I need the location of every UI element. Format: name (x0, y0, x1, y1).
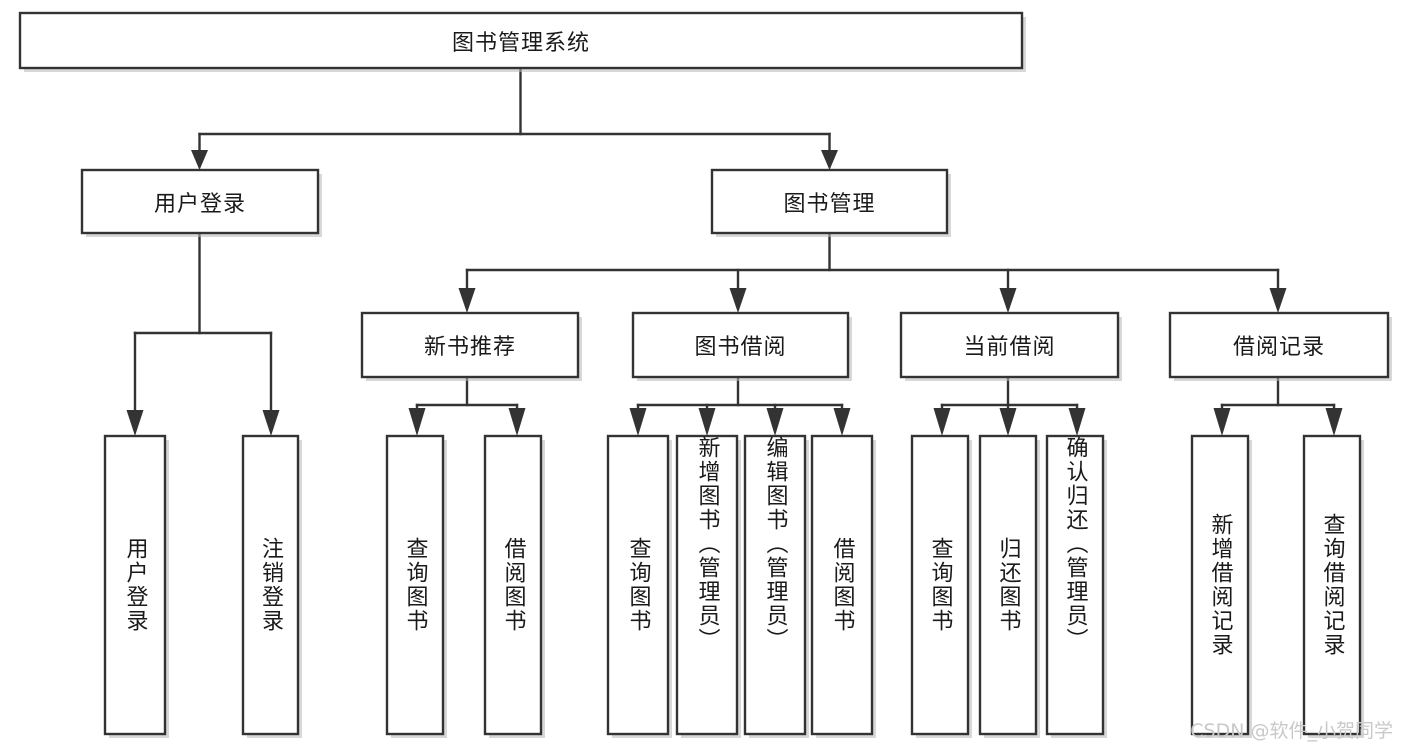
arrowhead-leaf-add-book (698, 408, 716, 436)
node-leaf-add-record[interactable] (1190, 434, 1250, 736)
arrowhead-leaf-edit-book (766, 408, 784, 436)
arrowhead-leaf-borrow-book-b (833, 408, 851, 436)
arrowhead-leaf-return-book (999, 408, 1017, 436)
node-leaf-query-book-b[interactable] (606, 434, 670, 736)
node-leaf-user-login[interactable] (103, 434, 167, 736)
arrowhead-book-manage (821, 150, 838, 170)
node-leaf-add-book[interactable] (675, 434, 739, 736)
arrowhead-leaf-add-record (1213, 408, 1231, 436)
arrowhead-leaf-query-book-b (629, 408, 647, 436)
arrowhead-leaf-query-record (1325, 408, 1343, 436)
node-new-book-recommend[interactable] (360, 311, 580, 379)
node-leaf-borrow-book-a[interactable] (483, 434, 543, 736)
arrowhead-leaf-query-book-c (933, 408, 951, 436)
arrowhead-borrow-record (1269, 288, 1287, 313)
arrowhead-new-book-rec (458, 288, 476, 313)
node-root[interactable] (18, 11, 1024, 70)
arrowhead-leaf-borrow-book-a (508, 408, 526, 436)
arrowhead-leaf-user-login (126, 410, 144, 436)
node-leaf-query-book-c[interactable] (910, 434, 970, 736)
node-leaf-query-record[interactable] (1302, 434, 1362, 736)
node-book-manage[interactable] (710, 168, 949, 235)
node-leaf-query-book-a[interactable] (385, 434, 445, 736)
arrowhead-leaf-logout (262, 410, 280, 436)
node-current-borrow[interactable] (899, 311, 1120, 379)
node-leaf-edit-book[interactable] (743, 434, 807, 736)
node-leaf-return-book[interactable] (978, 434, 1038, 736)
node-leaf-logout[interactable] (241, 434, 300, 736)
arrowhead-book-borrow (729, 288, 747, 313)
edges-layer (126, 66, 1343, 436)
node-book-borrow[interactable] (631, 311, 850, 379)
arrowhead-current-borrow (999, 288, 1017, 313)
node-leaf-confirm-return[interactable] (1045, 434, 1105, 736)
node-leaf-borrow-book-b[interactable] (810, 434, 874, 736)
node-user-login[interactable] (80, 168, 320, 235)
nodes-layer (18, 11, 1390, 736)
arrowhead-leaf-confirm-return (1068, 408, 1086, 436)
arrowhead-user-login (191, 150, 208, 170)
arrowhead-leaf-query-book-a (408, 408, 426, 436)
node-borrow-record[interactable] (1168, 311, 1390, 379)
